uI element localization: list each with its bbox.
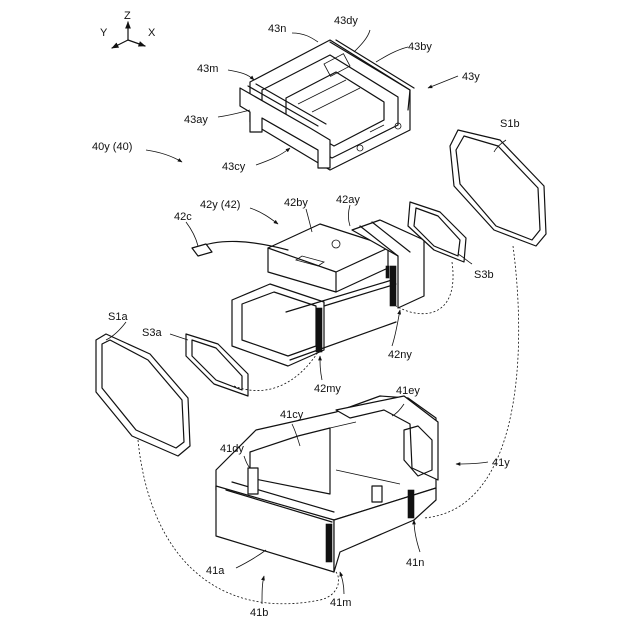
label-41a: 41a	[206, 565, 225, 577]
label-42y: 42y (42)	[200, 199, 240, 211]
label-43dy: 43dy	[334, 15, 358, 27]
seal-S1a	[96, 334, 190, 456]
label-43n: 43n	[268, 23, 286, 35]
label-S3b: S3b	[474, 269, 494, 281]
label-43by: 43by	[408, 41, 432, 53]
top-cover-43y	[240, 40, 414, 170]
axis-y-label: Y	[100, 27, 108, 39]
label-43cy: 43cy	[222, 161, 246, 173]
label-41y: 41y	[492, 457, 510, 469]
label-43y: 43y	[462, 71, 480, 83]
seal-S1b	[450, 130, 546, 246]
label-41dy: 41dy	[220, 443, 244, 455]
label-S3a: S3a	[142, 327, 162, 339]
axis-x-label: X	[148, 27, 156, 39]
label-43m: 43m	[197, 63, 218, 75]
label-41m: 41m	[330, 597, 351, 609]
coordinate-axes: Z Y X	[100, 10, 156, 48]
inner-unit-42y	[192, 220, 424, 366]
base-case-41y	[216, 396, 438, 572]
label-S1a: S1a	[108, 311, 128, 323]
label-43ay: 43ay	[184, 114, 208, 126]
label-S1b: S1b	[500, 118, 520, 130]
label-41b: 41b	[250, 607, 268, 619]
label-40y: 40y (40)	[92, 141, 132, 153]
label-42ay: 42ay	[336, 194, 360, 206]
label-41ey: 41ey	[396, 385, 420, 397]
label-42ny: 42ny	[388, 349, 412, 361]
label-42my: 42my	[314, 383, 341, 395]
label-41n: 41n	[406, 557, 424, 569]
label-41cy: 41cy	[280, 409, 304, 421]
axis-z-label: Z	[124, 10, 131, 22]
label-42c: 42c	[174, 211, 192, 223]
label-42by: 42by	[284, 197, 308, 209]
